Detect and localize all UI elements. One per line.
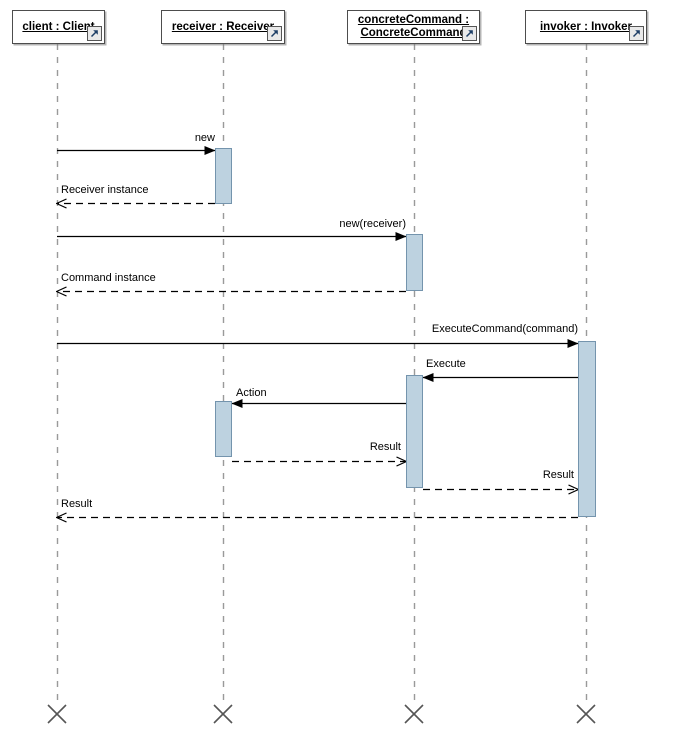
lifeline-header-invoker[interactable]: invoker : Invoker — [525, 10, 647, 44]
message-label-1[interactable]: new — [194, 132, 215, 144]
message-label-8[interactable]: Result — [369, 441, 401, 453]
lifeline-dashed-lines — [56, 44, 588, 706]
message-label-5[interactable]: ExecuteCommand(command) — [431, 323, 578, 335]
activation-bar-concreteCommand[interactable] — [406, 375, 423, 488]
message-label-7[interactable]: Action — [236, 387, 267, 399]
message-label-10[interactable]: Result — [61, 498, 93, 510]
message-label-2[interactable]: Receiver instance — [61, 184, 149, 196]
destruction-markers — [47, 704, 596, 724]
message-label-4[interactable]: Command instance — [61, 272, 156, 284]
open-link-icon[interactable] — [629, 26, 644, 41]
destruction-marker-concreteCommand — [404, 704, 424, 724]
lifeline-header-concreteCommand[interactable]: concreteCommand : ConcreteCommand — [347, 10, 480, 44]
lifeline-header-label: receiver : Receiver — [171, 20, 275, 33]
activation-bar-invoker[interactable] — [578, 341, 596, 517]
message-label-3[interactable]: new(receiver) — [339, 218, 406, 230]
open-link-icon[interactable] — [267, 26, 282, 41]
lifeline-header-client[interactable]: client : Client — [12, 10, 105, 44]
message-label-6[interactable]: Execute — [426, 358, 466, 370]
open-link-icon[interactable] — [462, 26, 477, 41]
activation-bar-receiver[interactable] — [215, 148, 232, 204]
message-arrows — [57, 146, 578, 518]
destruction-marker-invoker — [576, 704, 596, 724]
destruction-marker-client — [47, 704, 67, 724]
lifeline-header-label: concreteCommand : ConcreteCommand — [357, 14, 470, 39]
activation-bar-receiver[interactable] — [215, 401, 232, 457]
message-label-9[interactable]: Result — [542, 469, 574, 481]
activation-bar-concreteCommand[interactable] — [406, 234, 423, 291]
lifeline-header-label: client : Client — [22, 20, 95, 33]
lifeline-header-receiver[interactable]: receiver : Receiver — [161, 10, 285, 44]
lifeline-header-label: invoker : Invoker — [539, 20, 633, 33]
open-link-icon[interactable] — [87, 26, 102, 41]
destruction-marker-receiver — [213, 704, 233, 724]
